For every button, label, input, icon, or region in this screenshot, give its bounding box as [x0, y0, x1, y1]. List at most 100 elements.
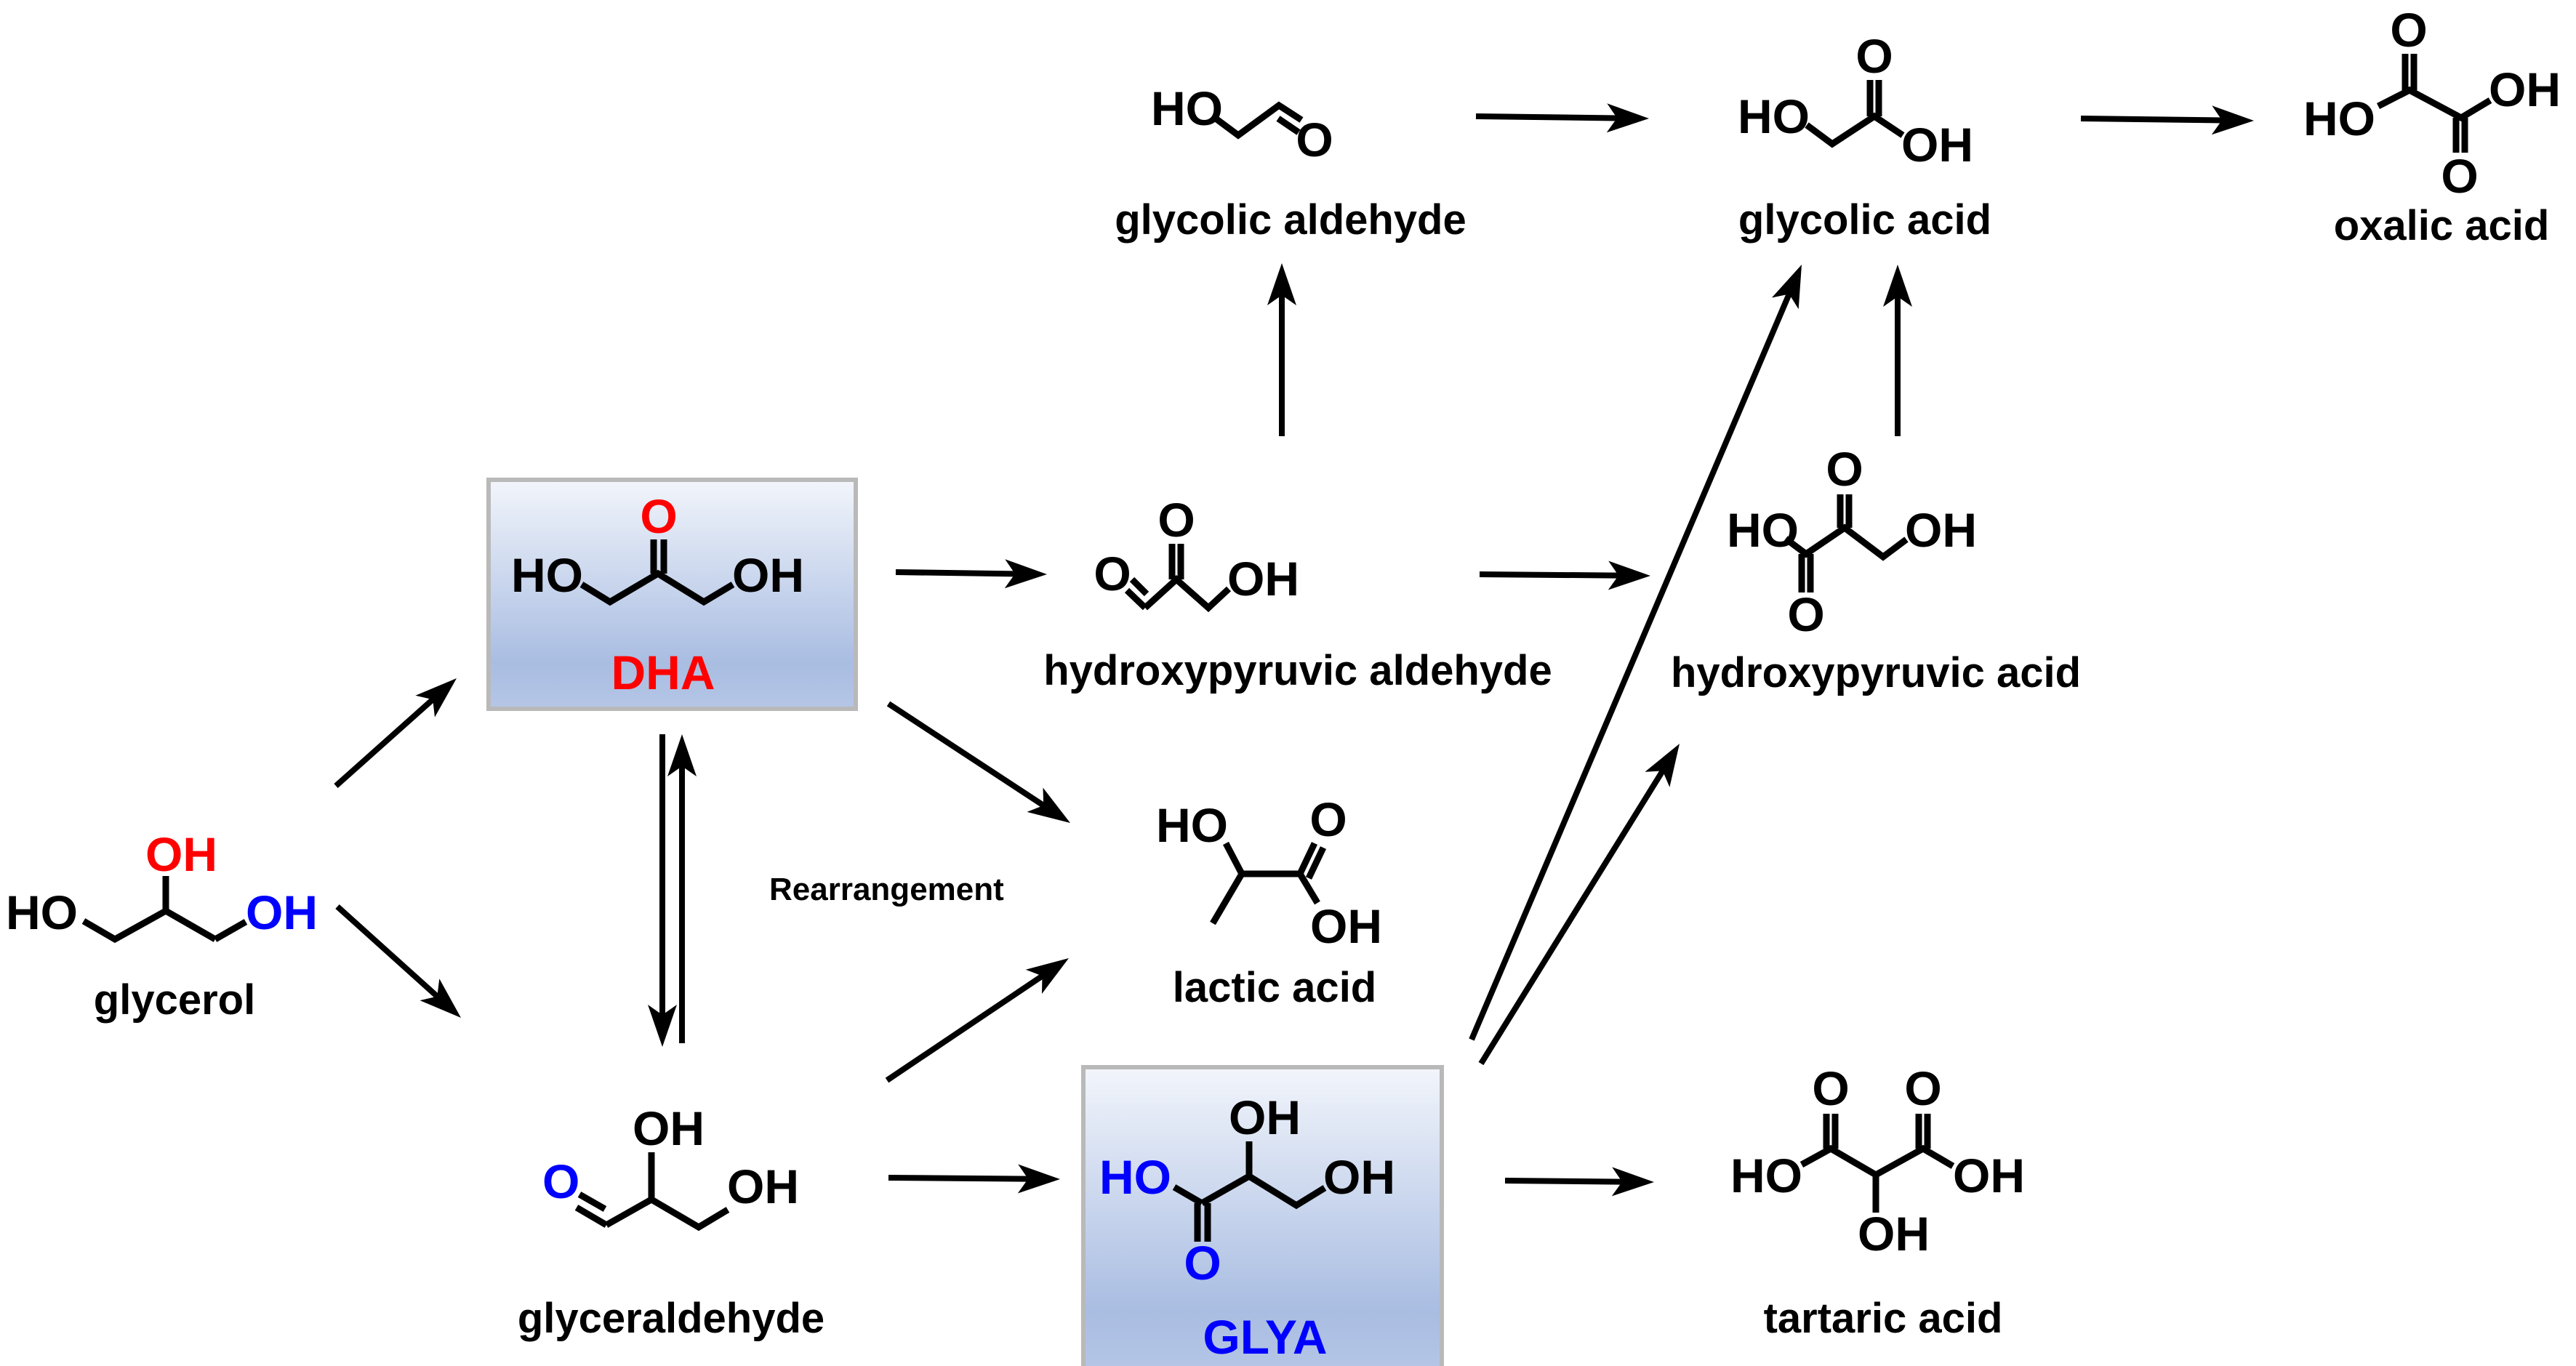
compound-glya: HO OH OH O GLYA: [1099, 1090, 1395, 1364]
atom-label: OH: [633, 1101, 705, 1155]
atom-label: OH: [2489, 63, 2561, 116]
compound-glyceraldehyde: O OH OH glyceraldehyde: [518, 1101, 824, 1342]
compound-name: oxalic acid: [2334, 202, 2550, 249]
atom-label: O: [1787, 587, 1824, 641]
arrow-dha-to-hydroxypyruvic_aldehyde: [895, 559, 1047, 589]
arrow-glya-to-hydroxypyruvic_acid: [1478, 744, 1680, 1066]
arrowhead-icon: [415, 678, 457, 718]
atom-label: OH: [1905, 503, 1977, 557]
compound-glycolic-acid: HO O OH glycolic acid: [1738, 29, 1991, 244]
arrow-shaft: [885, 973, 1044, 1083]
compound-tartaric-acid: HO O O OH OH tartaric acid: [1730, 1061, 2025, 1342]
rearrangement-label: Rearrangement: [769, 872, 1004, 907]
compound-name: glycolic aldehyde: [1115, 196, 1466, 244]
compound-name: glyceraldehyde: [518, 1295, 824, 1342]
atom-label: HO: [1727, 503, 1799, 557]
arrow-shaft: [335, 904, 439, 999]
atom-label: HO: [2303, 92, 2375, 145]
arrow-glya-to-tartaric_acid: [1504, 1167, 1654, 1197]
compound-hydroxypyruvic-acid: HO O OH O hydroxypyruvic acid: [1671, 442, 2081, 696]
atom-label: O: [1904, 1061, 1941, 1115]
arrowhead-icon: [1017, 1164, 1060, 1194]
arrowhead-icon: [1771, 265, 1802, 310]
compound-name: lactic acid: [1173, 964, 1376, 1011]
arrowhead-icon: [1883, 265, 1912, 307]
arrow-glyceraldehyde-to-dha: [667, 734, 697, 1043]
atom-label: HO: [1151, 81, 1223, 135]
atom-label: O: [2441, 149, 2478, 203]
arrow-glycerol-to-dha: [334, 678, 457, 788]
atom-label: O: [1826, 442, 1863, 496]
compound-name: hydroxypyruvic acid: [1671, 649, 2081, 696]
compound-dha: HO O OH DHA: [511, 489, 804, 699]
compound-glycerol: HO OH OH glycerol: [6, 827, 318, 1024]
arrowhead-icon: [420, 979, 461, 1018]
compound-lactic-acid: HO O OH lactic acid: [1156, 792, 1382, 1011]
compound-name: GLYA: [1203, 1310, 1327, 1364]
atom-label: HO: [1730, 1149, 1802, 1202]
atom-label: OH: [1858, 1207, 1930, 1261]
arrow-shaft: [334, 697, 435, 788]
compound-name: tartaric acid: [1764, 1295, 2003, 1342]
atom-label: O: [1812, 1061, 1849, 1115]
arrowhead-icon: [1025, 958, 1069, 994]
arrowhead-icon: [1606, 103, 1649, 133]
arrow-glyceraldehyde-to-glya: [888, 1164, 1060, 1194]
atom-label: HO: [1156, 798, 1228, 852]
glya-highlight-box: [1081, 1065, 1444, 1366]
arrow-dha-to-glyceraldehyde: [648, 734, 677, 1047]
arrow-shaft: [2080, 116, 2223, 124]
arrow-hydroxypyruvic_acid-to-glycolic_acid: [1883, 265, 1912, 436]
atom-label: O: [1184, 1236, 1221, 1290]
arrow-shaft: [1475, 113, 1618, 121]
arrow-hydroxypyruvic_aldehyde-to-hydroxypyruvic_acid: [1479, 561, 1650, 590]
compound-name: DHA: [611, 646, 715, 699]
arrow-shaft: [1469, 292, 1792, 1041]
arrowhead-icon: [1267, 263, 1296, 305]
arrow-shaft: [1504, 1178, 1623, 1185]
reaction-arrows: [334, 103, 2254, 1197]
atom-label: HO: [1738, 89, 1810, 143]
atom-label: OH: [1953, 1149, 2025, 1202]
atom-label: O: [1309, 792, 1347, 846]
arrowhead-icon: [1027, 787, 1070, 823]
arrow-shaft: [895, 569, 1016, 577]
atom-label: O: [1094, 547, 1131, 600]
atom-label: OH: [1323, 1150, 1395, 1204]
arrowhead-icon: [648, 1005, 677, 1047]
arrowhead-icon: [667, 734, 697, 776]
arrowhead-icon: [1608, 561, 1650, 590]
arrowhead-icon: [1004, 559, 1047, 589]
atom-label: O: [640, 489, 677, 543]
arrow-shaft: [1478, 769, 1666, 1066]
compound-oxalic-acid: HO O OH O oxalic acid: [2303, 3, 2561, 249]
atom-label: O: [542, 1154, 579, 1208]
atom-label: HO: [1099, 1150, 1171, 1204]
arrow-glycolic_aldehyde-to-glycolic_acid: [1475, 103, 1649, 133]
compound-name: hydroxypyruvic aldehyde: [1043, 647, 1552, 694]
atom-label: OH: [145, 827, 217, 881]
arrowhead-icon: [2211, 105, 2254, 135]
compound-glycolic-aldehyde: HO O glycolic aldehyde: [1115, 81, 1466, 244]
arrowhead-icon: [1611, 1167, 1654, 1197]
arrow-glyceraldehyde-to-lactic_acid: [885, 958, 1069, 1083]
atom-label: O: [1855, 29, 1893, 83]
atom-label: OH: [1227, 552, 1299, 606]
arrowhead-icon: [1645, 744, 1680, 787]
arrow-dha-to-lactic_acid: [886, 701, 1070, 823]
compound-name: glycerol: [94, 976, 255, 1024]
arrow-glycolic_acid-to-oxalic_acid: [2080, 105, 2254, 135]
atom-label: OH: [727, 1160, 799, 1213]
atom-label: OH: [1229, 1090, 1301, 1144]
atom-label: OH: [732, 548, 804, 602]
atom-label: OH: [1901, 118, 1973, 172]
compound-name: glycolic acid: [1738, 196, 1991, 244]
atom-label: O: [1157, 493, 1195, 547]
dha-highlight-box: [486, 478, 858, 711]
atom-label: OH: [246, 885, 318, 939]
compound-hydroxypyruvic-aldehyde: O O OH hydroxypyruvic aldehyde: [1043, 493, 1552, 694]
atom-label: OH: [1310, 899, 1382, 953]
atom-label: HO: [6, 885, 78, 939]
arrow-hydroxypyruvic_aldehyde-to-glycolic_aldehyde: [1267, 263, 1296, 436]
